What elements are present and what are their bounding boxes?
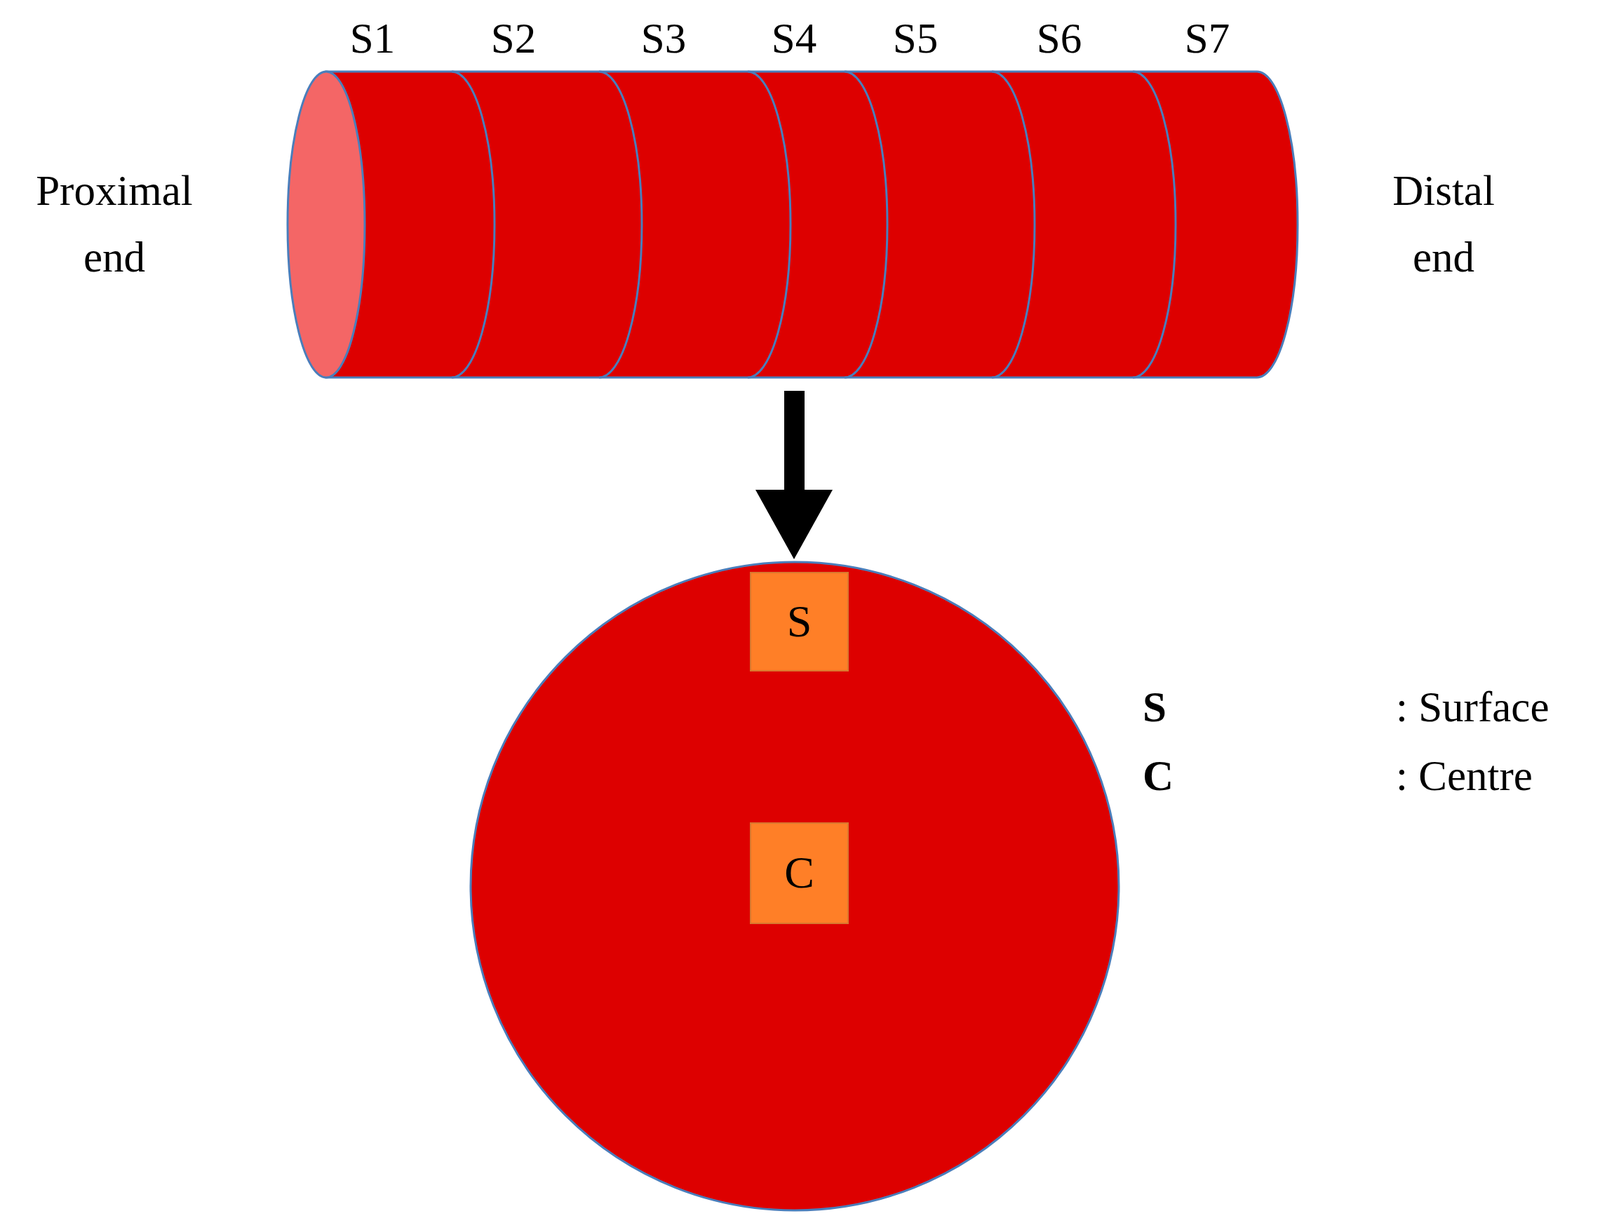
segment-label: S4 xyxy=(771,5,817,73)
cross-section xyxy=(470,561,1119,1210)
key-symbol: C xyxy=(1142,742,1174,810)
segment-divider xyxy=(991,71,1035,378)
end-label: Distal end xyxy=(1369,157,1518,291)
end-label: Proximal end xyxy=(19,157,210,291)
arrow-head xyxy=(755,489,833,560)
down-arrow xyxy=(755,390,833,560)
box-letter: C xyxy=(784,848,815,898)
segment-label: S2 xyxy=(491,5,536,73)
segment-dividers xyxy=(451,71,1176,378)
segment-label: S5 xyxy=(892,5,938,73)
sample-box: S xyxy=(749,571,849,672)
key-symbol: S xyxy=(1142,674,1167,741)
proximal-face xyxy=(287,71,365,378)
sample-box: C xyxy=(749,822,849,924)
segment-divider xyxy=(844,71,888,378)
segment-divider xyxy=(599,71,642,378)
cylinder-body xyxy=(326,71,1298,378)
key-text: : Centre xyxy=(1395,742,1533,810)
segment-divider xyxy=(747,71,791,378)
arrow-shaft xyxy=(784,390,805,492)
segment-divider xyxy=(1132,71,1176,378)
segment-label: S1 xyxy=(350,5,395,73)
key-text: : Surface xyxy=(1395,674,1549,741)
segment-divider xyxy=(451,71,495,378)
segment-label: S3 xyxy=(641,5,687,73)
segment-label: S7 xyxy=(1184,5,1230,73)
segment-label: S6 xyxy=(1036,5,1082,73)
box-letter: S xyxy=(787,596,813,647)
cylinder xyxy=(287,71,1298,378)
